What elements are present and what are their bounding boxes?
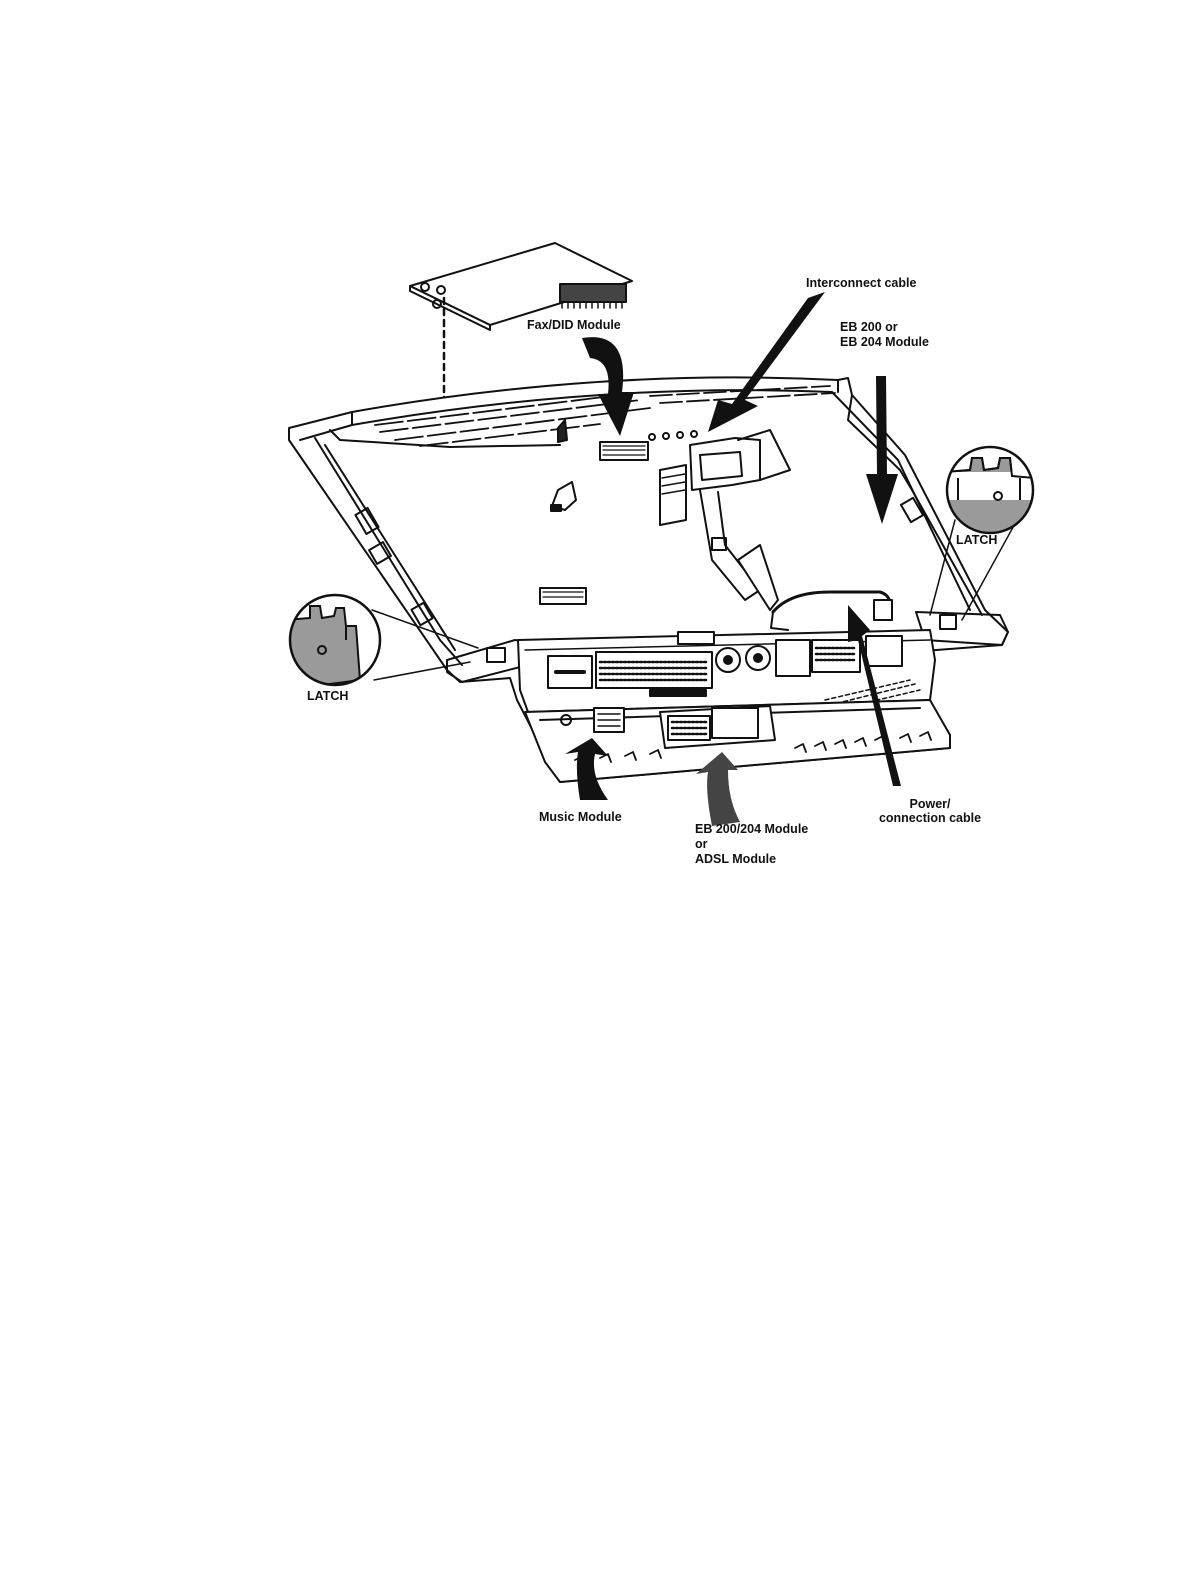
power-cable-label-line2: connection cable [872, 811, 988, 826]
music-module-label: Music Module [539, 810, 622, 825]
interconnect-cable-label: Interconnect cable [806, 276, 916, 291]
latch-right-label: LATCH [956, 533, 997, 548]
fax-did-label: Fax/DID Module [527, 318, 621, 333]
left-latch-inset [285, 590, 385, 690]
fax-did-module-card [410, 243, 632, 330]
latch-left-label: LATCH [307, 689, 348, 704]
eb-bottom-label-line1: EB 200/204 Module [695, 822, 808, 837]
eb-bottom-label-line3: ADSL Module [695, 852, 776, 867]
eb-top-label-line1: EB 200 or [840, 320, 898, 335]
eb-bottom-label-line2: or [695, 837, 708, 852]
eb-top-label-line2: EB 204 Module [840, 335, 929, 350]
power-cable-label-line1: Power/ [880, 797, 980, 812]
right-latch-inset [945, 445, 1035, 535]
